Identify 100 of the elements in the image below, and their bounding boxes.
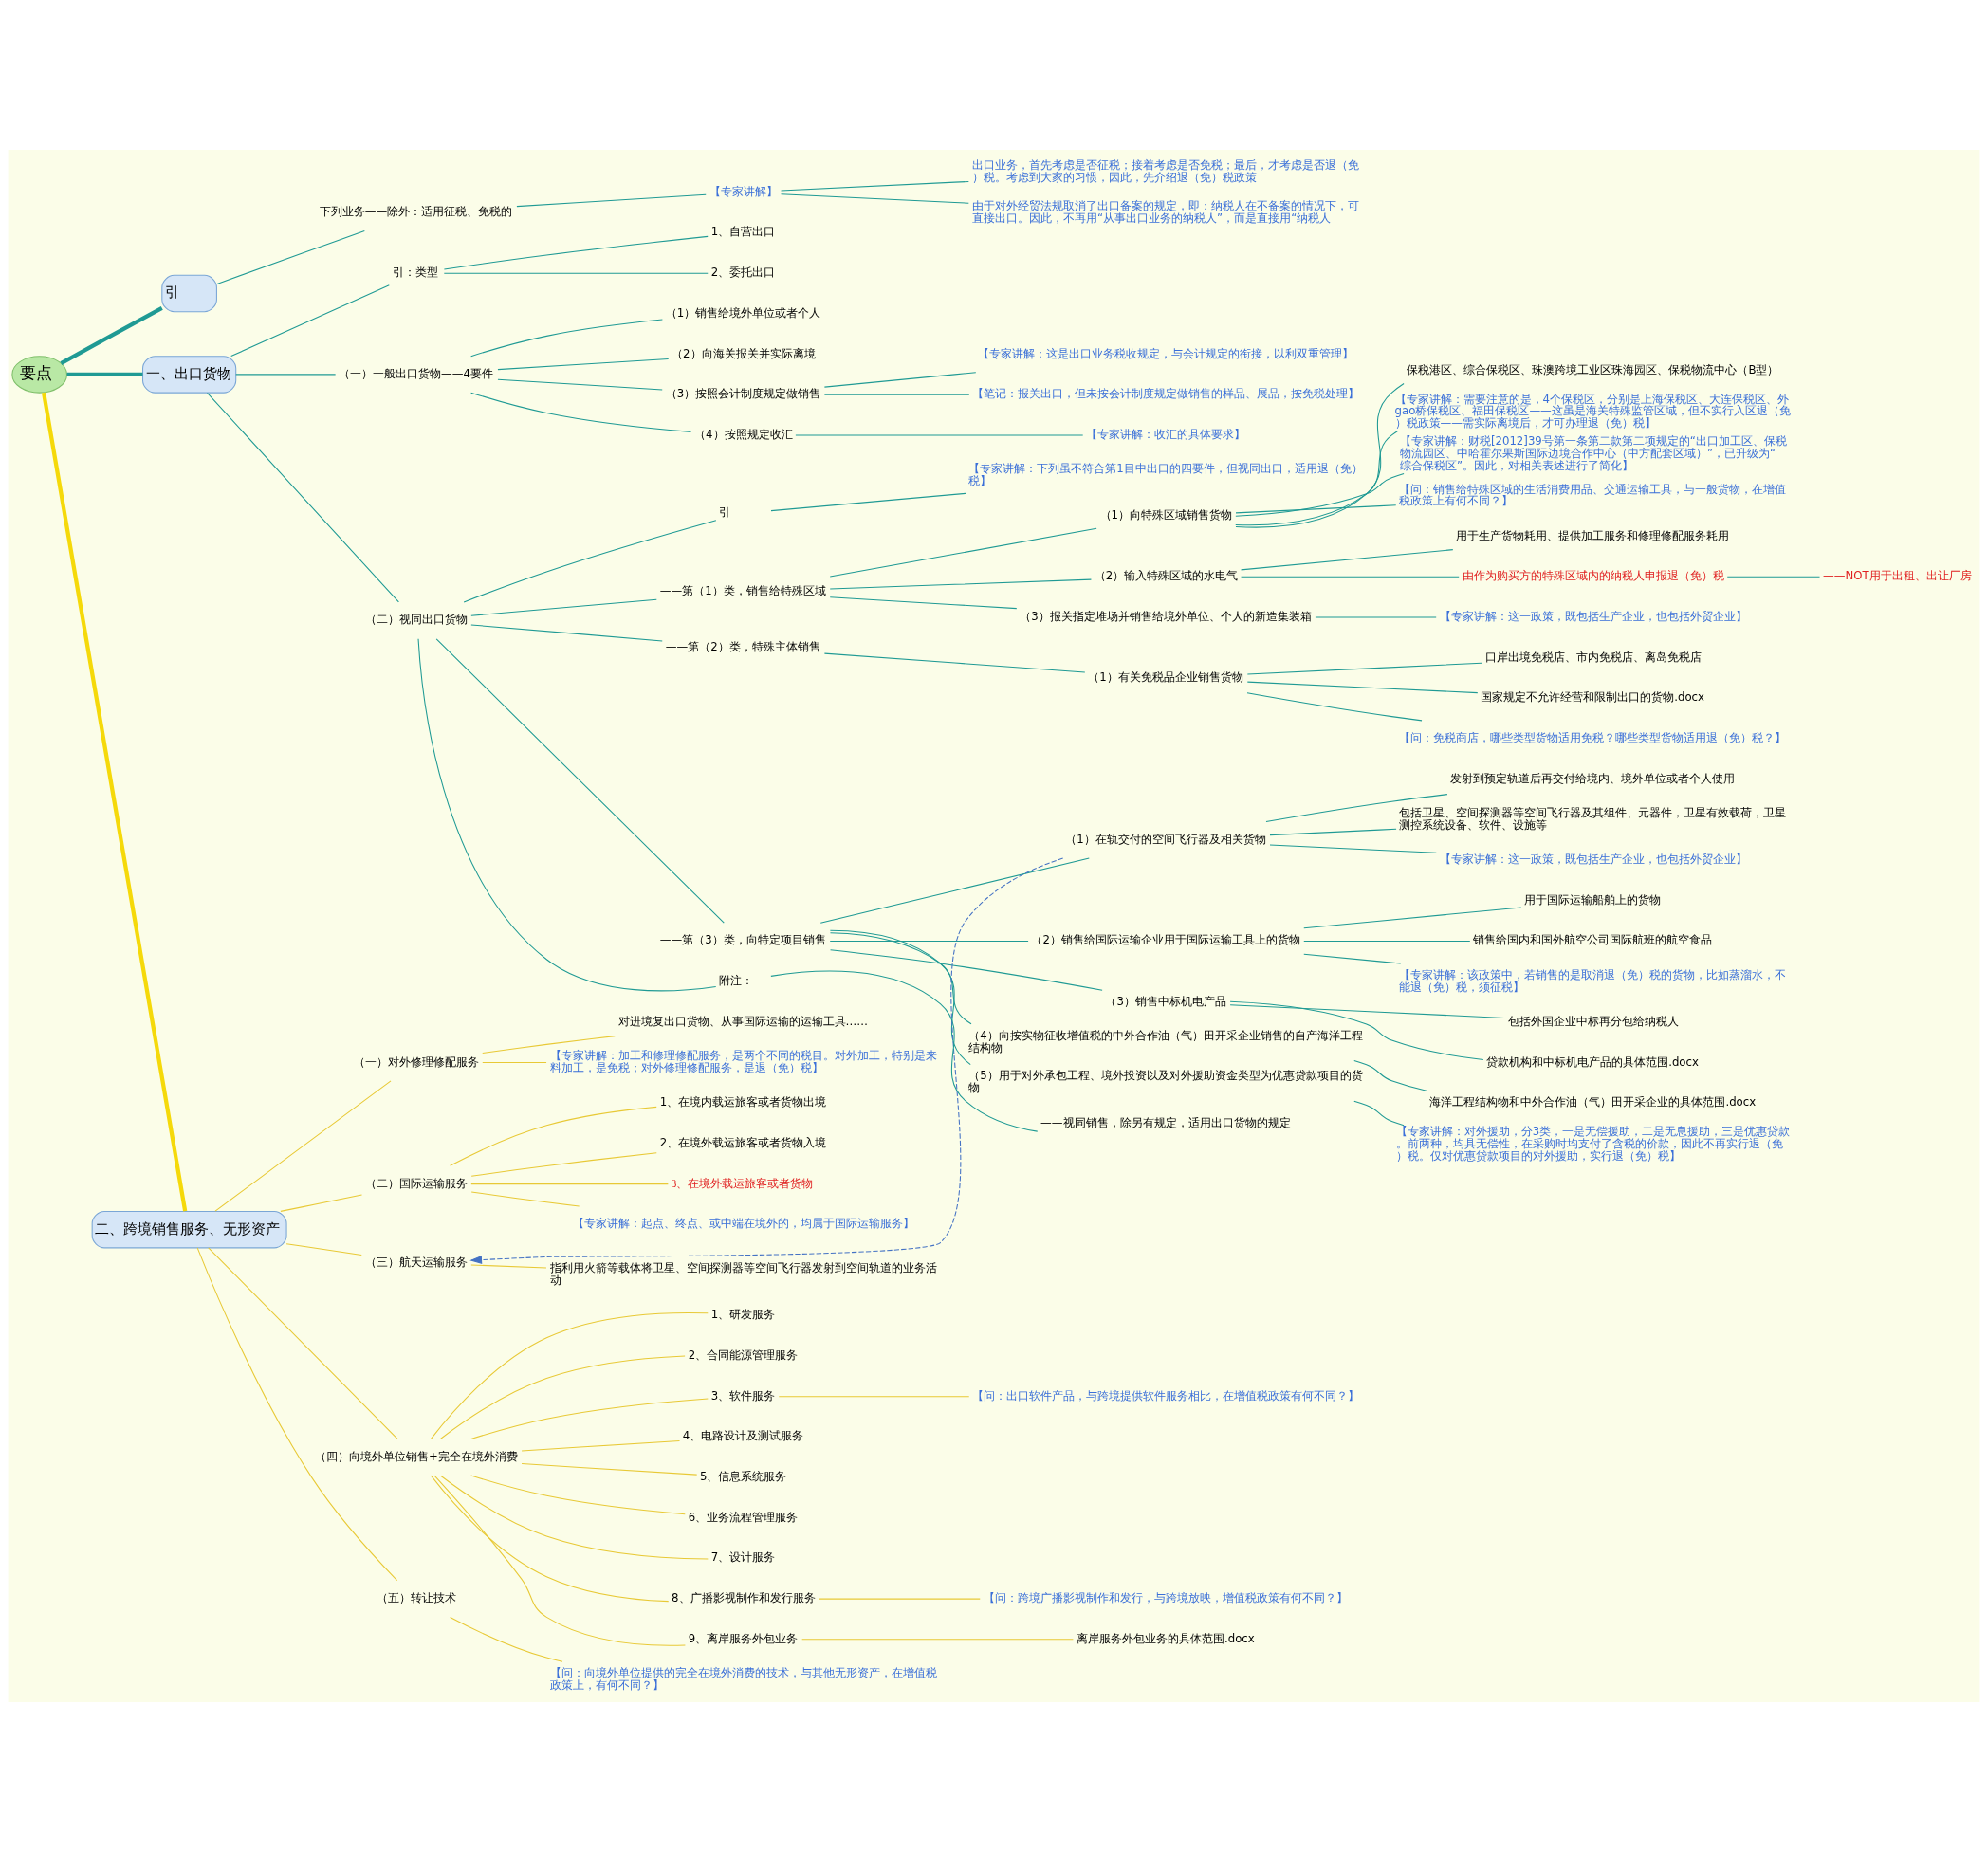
node-text: （4）按照规定收汇	[694, 427, 793, 441]
connector	[1265, 794, 1448, 823]
connector	[823, 652, 1086, 673]
connector	[470, 1191, 580, 1207]
connector	[1241, 549, 1454, 571]
node-text: （1）向特殊区域销售货物	[1099, 508, 1232, 523]
connector	[1269, 828, 1397, 836]
node-text: 对进境复出口货物、从事国际运输的运输工具……	[617, 1014, 868, 1028]
connector	[1303, 940, 1471, 943]
connector	[470, 624, 663, 642]
node-text: 指利用火箭等载体将卫星、空间探测器等空间飞行器发射到空间轨道的业务活动	[549, 1261, 937, 1288]
node-text: （2）销售给国际运输企业用于国际运输工具上的货物	[1031, 933, 1300, 947]
connector	[214, 1080, 392, 1212]
connector	[470, 1183, 669, 1185]
node-text: ——视同销售，除另有规定，适用出口货物的规定	[1040, 1115, 1291, 1129]
connector	[230, 284, 390, 358]
connector	[1229, 1004, 1505, 1018]
node-text: 保税港区、综合保税区、珠澳跨境工业区珠海园区、保税物流中心（B型）	[1407, 362, 1779, 376]
node-text: （3）销售中标机电产品	[1105, 994, 1226, 1008]
node-text: 【专家讲解：下列虽不符合第1目中出口的四要件，但视同出口，适用退（免）税】	[968, 462, 1363, 488]
node-text: （1）有关免税品企业销售货物	[1088, 670, 1243, 685]
node-text: 8、广播影视制作和发行服务	[672, 1591, 816, 1605]
connector	[450, 1106, 657, 1166]
connector	[470, 1264, 547, 1269]
connector	[818, 1598, 981, 1600]
connector	[830, 949, 1103, 991]
connector	[285, 1243, 362, 1256]
node-text: （四）向境外单位销售+完全在境外消费	[314, 1449, 518, 1463]
node-text: 1、自营出口	[710, 225, 776, 239]
node-text: 9、离岸服务外包业务	[688, 1631, 799, 1645]
node-text: 【问：免税商店，哪些类型货物适用免税？哪些类型货物适用退（免）税？】	[1399, 731, 1787, 745]
node-text: （2）输入特殊区域的水电气	[1094, 569, 1239, 583]
connector	[450, 1616, 563, 1662]
node-text: （4）向按实物征收增值税的中外合作油（气）田开采企业销售的自产海洋工程结构物	[968, 1028, 1363, 1054]
connector	[41, 392, 188, 1212]
connector	[521, 1440, 681, 1452]
node-text: ——NOT用于出租、出让厂房	[1822, 569, 1972, 583]
node-text: 4、电路设计及测试服务	[682, 1429, 804, 1443]
node-text: 【问：跨境广播影视制作和发行，与跨境放映，增值税政策有何不同？】	[983, 1591, 1348, 1605]
connector	[280, 1194, 363, 1212]
node-text: （1）销售给境外单位或者个人	[665, 305, 821, 320]
node-text: 3、软件服务	[710, 1388, 776, 1403]
node-text: 出口业务，首先考虑是否征税；接着考虑是否免税；最后，才考虑是否退（免）税。考虑到大家的习惯，因此，先介绍退（免）税政策	[972, 158, 1360, 184]
connector	[435, 638, 725, 924]
node-text: 【专家讲解：收汇的具体要求】	[1086, 427, 1246, 441]
connector	[470, 598, 657, 616]
connector	[516, 193, 707, 208]
connector	[819, 857, 1090, 924]
connector	[216, 229, 365, 284]
node-text: 2、合同能源管理服务	[688, 1348, 799, 1363]
node-text: 1、在境内载运旅客或者货物出境	[659, 1095, 827, 1109]
connector	[829, 940, 1029, 943]
connector	[440, 1475, 709, 1560]
node-box: 引	[161, 274, 217, 313]
connector	[470, 319, 663, 358]
connector	[470, 1152, 657, 1177]
connector	[801, 1639, 1074, 1641]
connector	[521, 1463, 698, 1476]
node-text: 用于国际运输船舶上的货物	[1524, 892, 1662, 907]
connector	[770, 492, 966, 512]
node-text: （1）在轨交付的空间飞行器及相关货物	[1065, 832, 1266, 846]
node-text: 【问：出口软件产品，与跨境提供软件服务相比，在增值税政策有何不同？】	[972, 1388, 1360, 1403]
node-text: （3）报关指定堆场并销售给境外单位、个人的新造集装箱	[1020, 610, 1312, 624]
node-text: 由作为购买方的特殊区域内的纳税人申报退（免）税	[1462, 569, 1724, 583]
connector	[470, 1475, 686, 1515]
connector	[823, 394, 970, 395]
connector	[1235, 431, 1398, 526]
node-text: 下列业务——除外：适用征税、免税的	[319, 205, 513, 219]
connector	[443, 235, 709, 270]
connector	[1246, 662, 1482, 675]
node-text: （3）按照会计制度规定做销售	[665, 387, 821, 401]
connector	[497, 378, 663, 391]
node-text: 【专家讲解：这一政策，既包括生产企业，也包括外贸企业】	[1439, 610, 1747, 624]
node-text: 包括外国企业中标再分包给纳税人	[1507, 1014, 1679, 1028]
node-text: 2、在境外载运旅客或者货物入境	[659, 1135, 827, 1149]
node-text: 由于对外经贸法规取消了出口备案的规定，即：纳税人在不备案的情况下，可直接出口。因此，不再用“从事出口业务的纳税人”，而是直接用“纳税人	[972, 198, 1360, 225]
connector	[1726, 576, 1821, 578]
node-box: 二、跨境销售服务、无形资产	[91, 1210, 287, 1249]
node-text: （5）用于对外承包工程、境外投资以及对外援助资金类型为优惠贷款项目的货物	[968, 1069, 1363, 1095]
connector	[1229, 1000, 1484, 1060]
node-ellipse: 要点	[11, 356, 68, 394]
node-text: 国家规定不允许经营和限制出口的货物.docx	[1481, 690, 1705, 705]
node-text: （二）视同出口货物	[364, 613, 468, 627]
connector	[470, 392, 692, 432]
node-text: ——第（1）类，销售给特殊区域	[659, 584, 826, 598]
connector	[433, 1475, 686, 1646]
connector	[1235, 504, 1397, 514]
connector	[770, 970, 1039, 1132]
connector	[470, 1398, 709, 1440]
connector	[430, 1475, 670, 1603]
connector	[482, 1062, 547, 1064]
node-text: （2）向海关报关并实际离境	[672, 346, 816, 360]
node-text: （三）航天运输服务	[364, 1255, 468, 1269]
connector	[196, 1247, 398, 1582]
connector	[1235, 473, 1405, 517]
connector	[829, 596, 1018, 610]
node-text: （二）国际运输服务	[364, 1176, 468, 1190]
connector	[1246, 681, 1479, 694]
connector	[207, 392, 399, 603]
node-text: 【专家讲解：该政策中，若销售的是取消退（免）税的货物，比如蒸溜水，不能退（免）税，须征税】	[1399, 967, 1787, 994]
